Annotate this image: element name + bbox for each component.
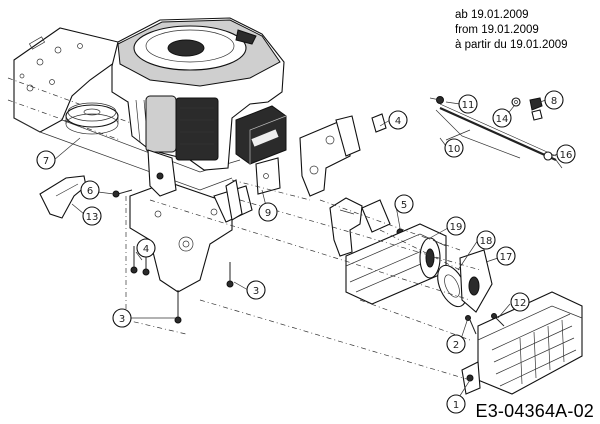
main-muffler: [345, 223, 447, 305]
svg-text:3: 3: [253, 286, 259, 297]
callout-7: 7: [36, 150, 56, 170]
date-note-fr: à partir du 19.01.2009: [455, 39, 568, 51]
callout-6: 6: [80, 180, 100, 200]
svg-text:8: 8: [551, 96, 557, 107]
belt-guide: [39, 175, 87, 219]
engine: [111, 17, 285, 197]
bolts: [112, 189, 505, 335]
svg-text:7: 7: [43, 156, 49, 167]
callout-4b: 4: [388, 110, 408, 130]
gasket: [437, 264, 467, 308]
exhaust-bracket: [299, 113, 387, 197]
callout-14: 14: [492, 108, 512, 128]
callout-19: 19: [446, 216, 466, 236]
choke-rod: [439, 103, 563, 169]
drawing-code: E3-04364A-02: [475, 401, 594, 421]
pulley: [65, 102, 119, 135]
svg-text:9: 9: [265, 208, 271, 219]
callout-3a: 3: [112, 308, 132, 328]
leader-lines: [53, 99, 559, 403]
svg-text:14: 14: [496, 114, 509, 125]
callout-5: 5: [394, 194, 414, 214]
callout-9: 9: [258, 202, 278, 222]
svg-text:6: 6: [87, 186, 93, 197]
hardware-small: [429, 96, 543, 159]
date-note-en: from 19.01.2009: [455, 24, 539, 36]
callout-3b: 3: [246, 280, 266, 300]
svg-text:4: 4: [395, 116, 401, 127]
svg-text:16: 16: [560, 150, 573, 161]
engine-muffler: [225, 105, 287, 221]
svg-text:2: 2: [453, 340, 459, 351]
svg-text:18: 18: [480, 236, 493, 247]
callout-2: 2: [446, 334, 466, 354]
callout-18: 18: [476, 230, 496, 250]
svg-text:1: 1: [453, 400, 459, 411]
date-note-de: ab 19.01.2009: [455, 9, 529, 21]
svg-text:3: 3: [119, 314, 125, 325]
callouts: 1 2 3 3 4 4 5 6 7 8 9 10 11 12 13 14 16 …: [36, 90, 576, 414]
callout-13: 13: [82, 206, 102, 226]
callout-8: 8: [544, 90, 564, 110]
svg-text:12: 12: [514, 298, 527, 309]
svg-text:10: 10: [448, 144, 461, 155]
svg-text:13: 13: [86, 212, 99, 223]
callout-1: 1: [446, 394, 466, 414]
svg-text:4: 4: [143, 244, 149, 255]
callout-16: 16: [556, 144, 576, 164]
callout-12: 12: [510, 292, 530, 312]
callout-10: 10: [444, 138, 464, 158]
chassis-frame: [7, 27, 241, 191]
callout-4a: 4: [136, 238, 156, 258]
svg-text:11: 11: [462, 100, 475, 111]
svg-text:17: 17: [500, 252, 513, 263]
flange: [459, 249, 493, 313]
callout-17: 17: [496, 246, 516, 266]
svg-text:5: 5: [401, 200, 407, 211]
callout-11: 11: [458, 94, 478, 114]
svg-text:19: 19: [450, 222, 463, 233]
